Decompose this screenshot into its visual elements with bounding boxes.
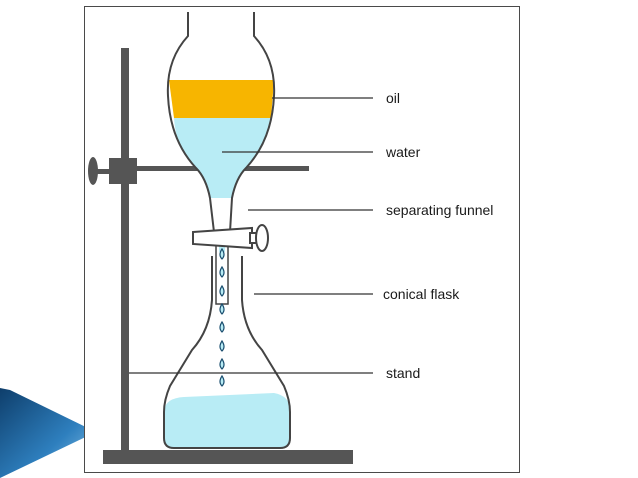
diagram-frame	[84, 6, 520, 473]
clamp-boss	[109, 158, 137, 184]
funnel-oil	[169, 80, 274, 118]
funnel-water	[174, 118, 271, 198]
drop	[219, 357, 225, 370]
stopcock-knob	[255, 224, 269, 252]
separating-funnel-label: separating funnel	[386, 202, 493, 218]
stand-rod	[121, 48, 129, 451]
oil-label: oil	[386, 90, 400, 106]
clamp-screw	[96, 169, 110, 174]
slide-corner-accent	[0, 388, 96, 478]
drop	[219, 302, 225, 315]
drop	[219, 284, 225, 297]
drop	[219, 265, 225, 278]
clamp-screw-knob	[88, 157, 98, 185]
conical-flask	[163, 256, 291, 449]
water-label: water	[385, 144, 421, 160]
flask-liquid	[164, 393, 290, 448]
stopcock-barrel	[192, 226, 253, 250]
drop	[219, 339, 225, 352]
falling-drops	[219, 247, 225, 387]
stand-base	[103, 450, 353, 464]
stand-label: stand	[386, 365, 420, 381]
drop	[219, 320, 225, 333]
conical-flask-label: conical flask	[383, 286, 460, 302]
drop	[219, 247, 225, 260]
drop	[219, 374, 225, 387]
